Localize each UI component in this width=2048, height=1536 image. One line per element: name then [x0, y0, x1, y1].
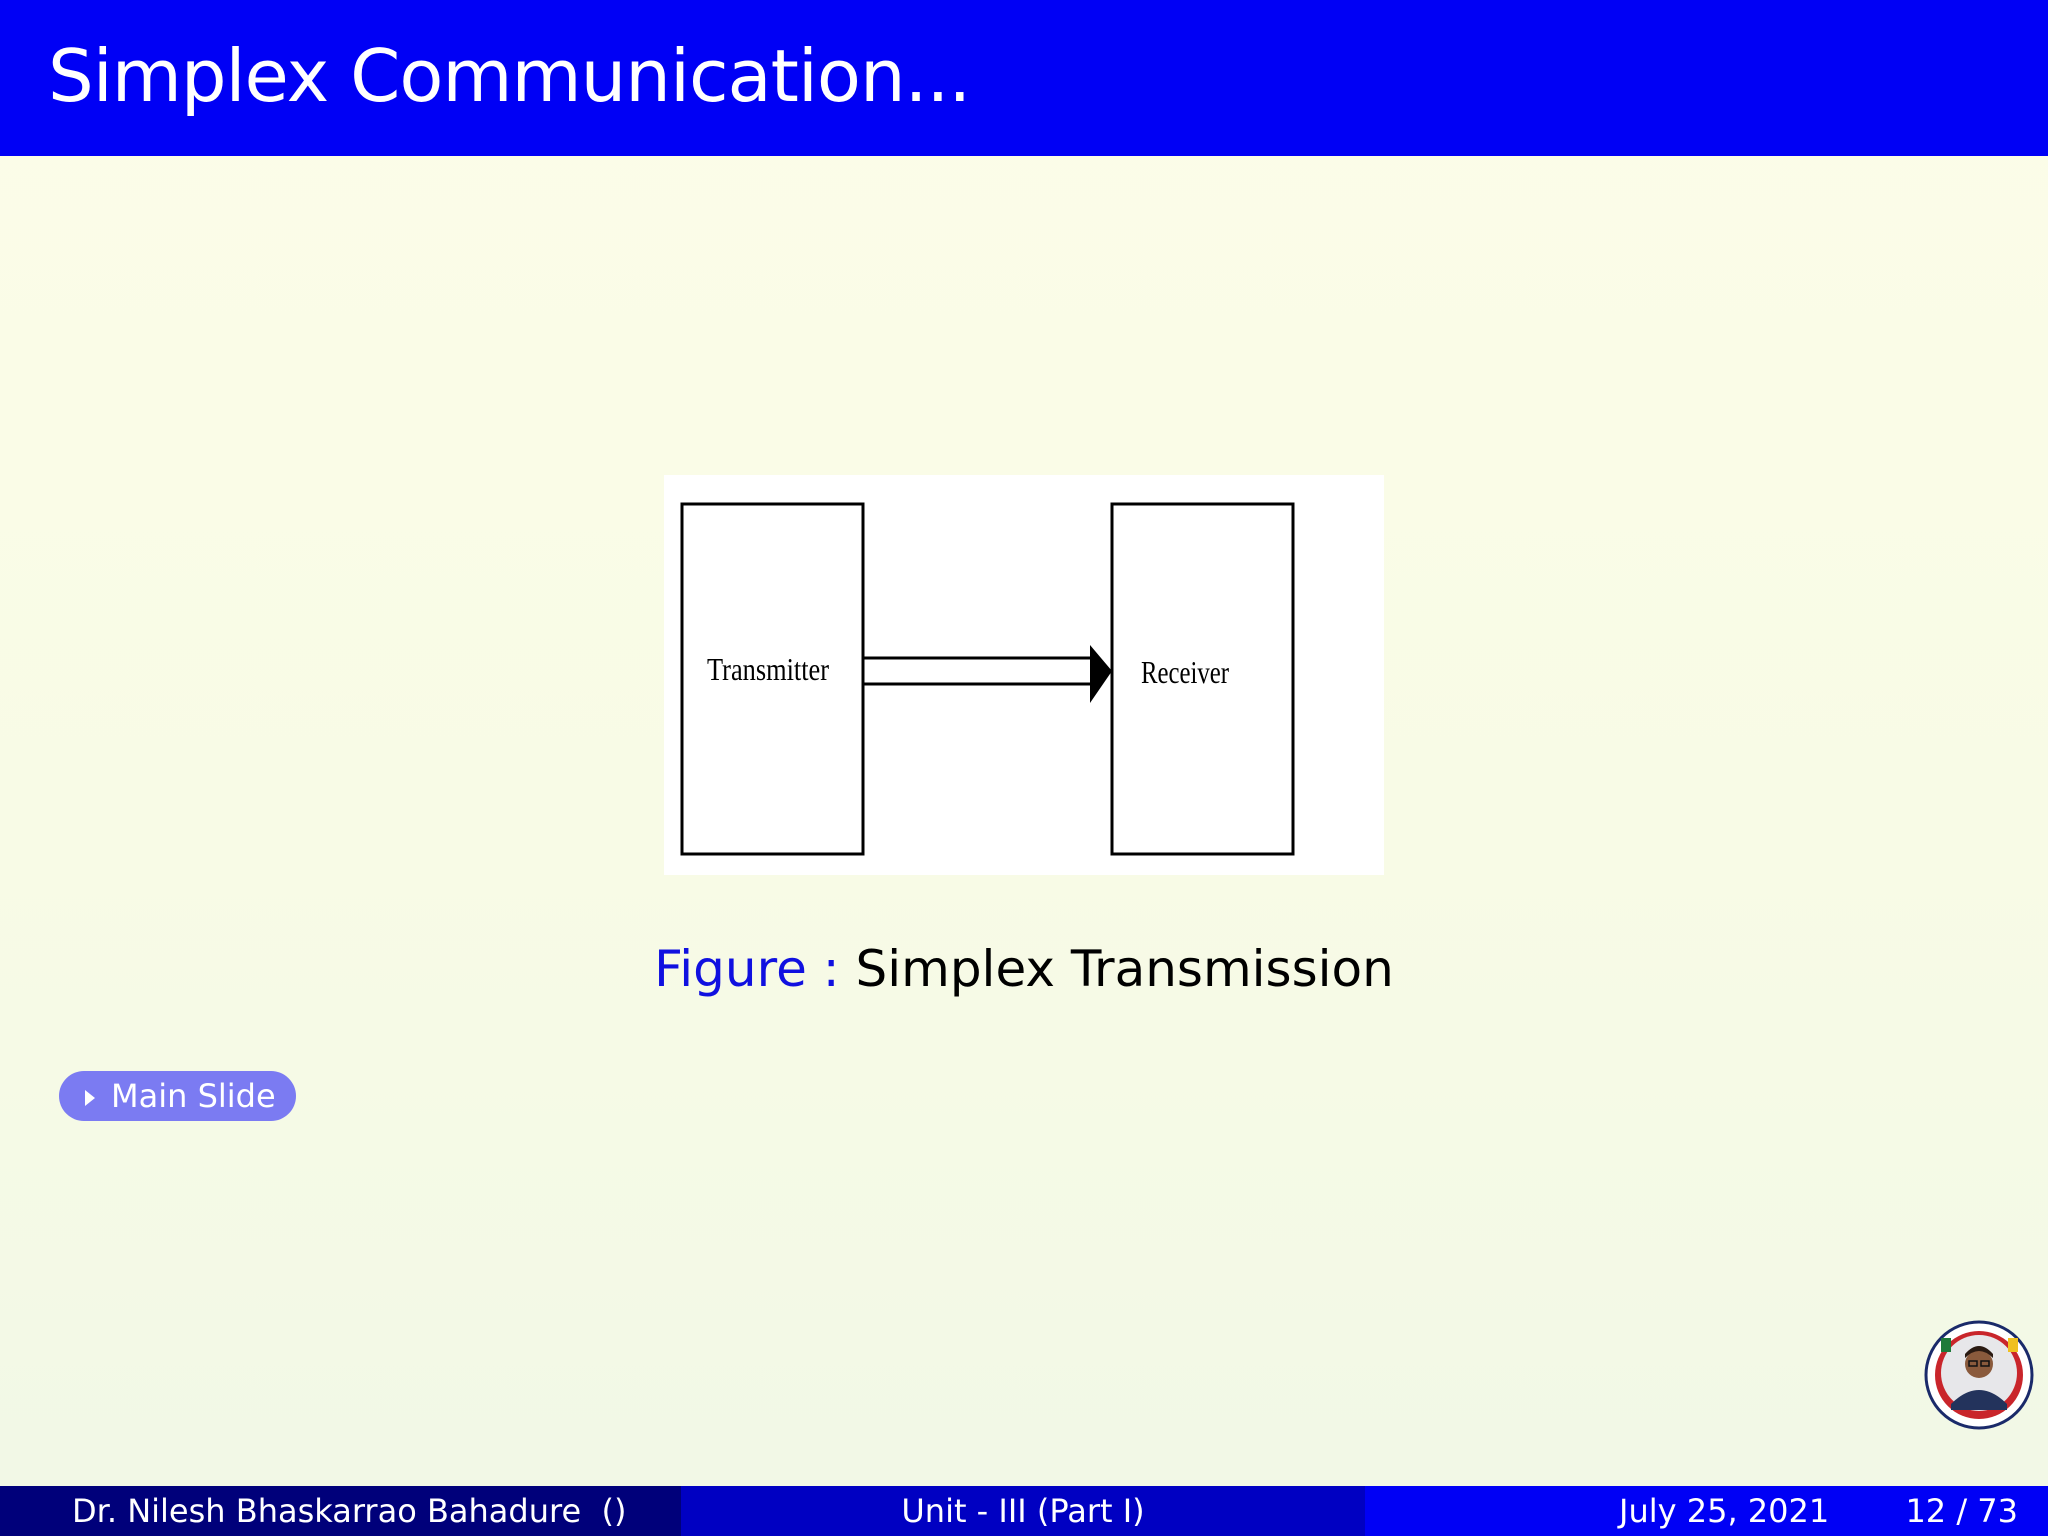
footer-date: July 25, 2021 [1619, 1492, 1830, 1530]
caption-text: Simplex Transmission [855, 940, 1394, 998]
arrow-head [1090, 645, 1112, 703]
figure-caption: Figure : Simplex Transmission [0, 944, 2048, 994]
footer-author-panel: Dr. Nilesh Bhaskarrao Bahadure () [0, 1486, 681, 1536]
academy-logo [1924, 1320, 2034, 1430]
footer-page-number: 12 / 73 [1905, 1492, 2018, 1530]
receiver-label: Receiver [1141, 654, 1229, 690]
transmitter-box [680, 502, 865, 856]
footer-author: Dr. Nilesh Bhaskarrao Bahadure () [72, 1492, 627, 1530]
footer-unit-panel: Unit - III (Part I) [681, 1486, 1365, 1536]
footer-unit: Unit - III (Part I) [901, 1492, 1145, 1530]
avatar-face-icon [1965, 1350, 1993, 1378]
slide-title: Simplex Communication... [48, 34, 971, 118]
play-triangle-icon [85, 1090, 95, 1106]
main-slide-button[interactable]: Main Slide [59, 1071, 296, 1121]
main-slide-label: Main Slide [111, 1077, 276, 1115]
title-bar: Simplex Communication... [0, 0, 2048, 156]
caption-prefix: Figure : [654, 940, 840, 998]
simplex-diagram: Transmitter Receiver [664, 475, 1384, 875]
transmitter-label: Transmitter [707, 651, 829, 687]
footer: Dr. Nilesh Bhaskarrao Bahadure () Unit -… [0, 1486, 2048, 1536]
receiver-box [1110, 502, 1295, 856]
footer-date-panel: July 25, 2021 12 / 73 [1365, 1486, 2048, 1536]
diagram-svg: Transmitter Receiver [680, 502, 1295, 856]
